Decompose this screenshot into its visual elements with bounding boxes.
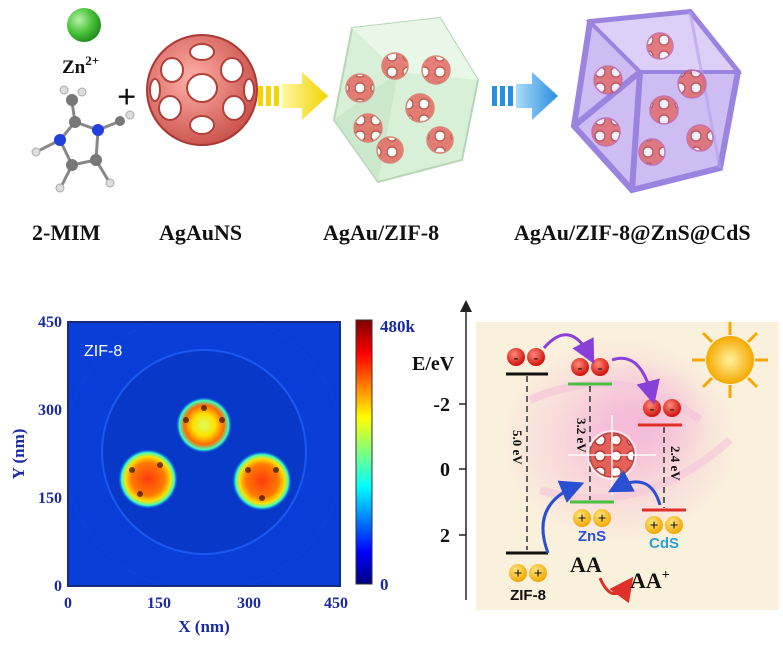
- x-tick-label: 0: [64, 595, 72, 612]
- electron-sign: -: [650, 402, 655, 417]
- plus-sign: +: [117, 79, 136, 116]
- zinc-ion-label: Zn2+: [62, 53, 99, 78]
- energy-tick-label: 0: [440, 459, 450, 481]
- sun-icon: [692, 322, 768, 398]
- zinc-ion-sphere: [67, 8, 101, 42]
- hotspot-top: [176, 397, 232, 453]
- colorbar: [355, 319, 373, 585]
- hole-sign: +: [598, 511, 607, 527]
- yellow-arrow-icon: [258, 72, 328, 120]
- x-tick-label: 150: [147, 595, 171, 612]
- electron-transfer-arrow: [611, 356, 660, 405]
- electron-sign: -: [534, 351, 539, 366]
- label-agau-zif8-zns-cds: AgAu/ZIF-8@ZnS@CdS: [514, 220, 751, 245]
- 2-mim-molecule: [31, 85, 135, 193]
- product-base: AA: [630, 568, 662, 593]
- hole-transfer-arrow: [608, 470, 662, 506]
- x-axis-label: X (nm): [178, 617, 229, 636]
- electron-transfer-arrow: [542, 333, 595, 364]
- electron-sign: -: [514, 351, 519, 366]
- y-tick-label: 450: [38, 314, 62, 331]
- hotspot-left: [118, 449, 178, 509]
- agau-nanoshell: [146, 34, 258, 146]
- energy-tick-label: -2: [433, 394, 450, 416]
- hotspot-right: [232, 451, 292, 511]
- material-label-zif8: ZIF-8: [510, 587, 546, 604]
- product-charge: +: [662, 568, 670, 583]
- hole-pair-zns: + +: [573, 509, 611, 527]
- x-tick-label: 450: [324, 595, 348, 612]
- blue-arrow-icon: [492, 72, 558, 120]
- product-label: AA+: [630, 568, 670, 593]
- y-tick-label: 0: [54, 578, 62, 595]
- hole-pair-cds: + +: [645, 516, 683, 534]
- y-tick-label: 150: [38, 490, 62, 507]
- field-map-y-ticks: 0 150 300 450: [38, 314, 62, 595]
- x-tick-label: 300: [237, 595, 261, 612]
- synthesis-scheme: Zn2+ +: [31, 8, 751, 245]
- electron-sign: -: [598, 361, 603, 376]
- hole-sign: +: [670, 518, 679, 534]
- hole-sign: +: [514, 566, 523, 582]
- cds-bandgap-label: 2.4 eV: [668, 446, 683, 481]
- hole-sign: +: [578, 511, 587, 527]
- zif8-bandgap-label: 5.0 eV: [510, 430, 525, 465]
- hole-sign: +: [534, 566, 543, 582]
- colorbar-min-label: 0: [380, 575, 389, 594]
- hole-transfer-arrow: [541, 480, 585, 554]
- field-map-panel: ZIF-8 0 150 300 450 0 150 300 450 X (nm)…: [9, 314, 416, 636]
- energy-diagram-panel: E/eV -2 0 2 5.0 eV 3.2 eV 2.4 eV - -: [412, 300, 779, 610]
- electron-pair-zif8: - -: [507, 348, 545, 366]
- hole-sign: +: [650, 518, 659, 534]
- reactant-label: AA: [570, 552, 602, 577]
- label-agauns: AgAuNS: [159, 220, 242, 245]
- colorbar-max-label: 480k: [380, 317, 416, 336]
- energy-tick-label: 2: [440, 525, 450, 547]
- zns-bandgap-label: 3.2 eV: [574, 418, 589, 453]
- agau-zif8-polyhedron: [332, 16, 480, 184]
- energy-axis-label: E/eV: [412, 353, 455, 375]
- label-2-mim: 2-MIM: [32, 220, 101, 245]
- electron-sign: -: [670, 402, 675, 417]
- hole-pair-zif8: + +: [509, 564, 547, 582]
- field-map-x-ticks: 0 150 300 450: [64, 595, 348, 612]
- field-map-inner-label: ZIF-8: [84, 343, 122, 360]
- oxidation-arrow: [598, 576, 634, 604]
- material-label-cds: CdS: [649, 535, 679, 552]
- y-axis-label: Y (nm): [9, 429, 28, 480]
- label-agau-zif8: AgAu/ZIF-8: [323, 220, 439, 245]
- agau-zif8-zns-cds-polyhedron: [570, 8, 743, 194]
- electron-sign: -: [578, 361, 583, 376]
- material-label-zns: ZnS: [578, 528, 606, 545]
- y-tick-label: 300: [38, 402, 62, 419]
